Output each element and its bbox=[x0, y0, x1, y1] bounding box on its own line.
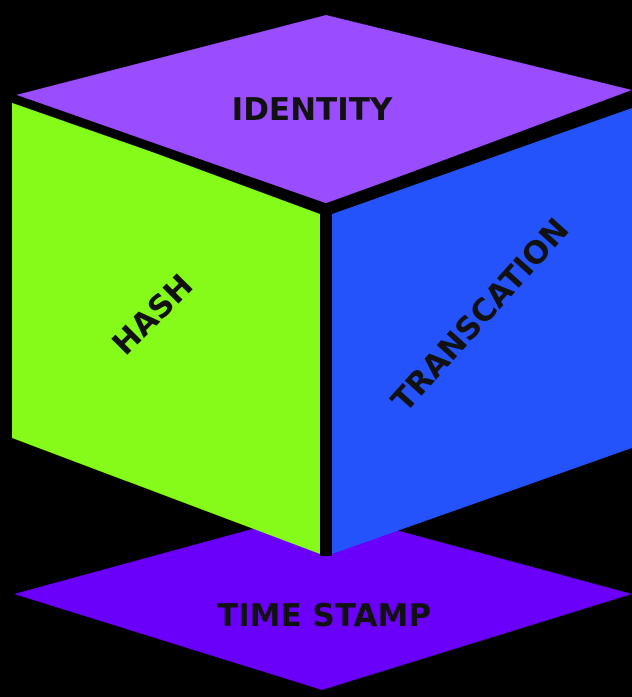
top-face bbox=[12, 15, 632, 204]
right-face bbox=[332, 108, 632, 554]
identity-label: IDENTITY bbox=[232, 92, 393, 128]
top-right-edge bbox=[324, 92, 632, 213]
time-stamp-label: TIME STAMP bbox=[217, 598, 431, 634]
left-face bbox=[12, 100, 320, 554]
top-left-edge bbox=[4, 91, 328, 213]
bottom-face bbox=[14, 510, 632, 690]
